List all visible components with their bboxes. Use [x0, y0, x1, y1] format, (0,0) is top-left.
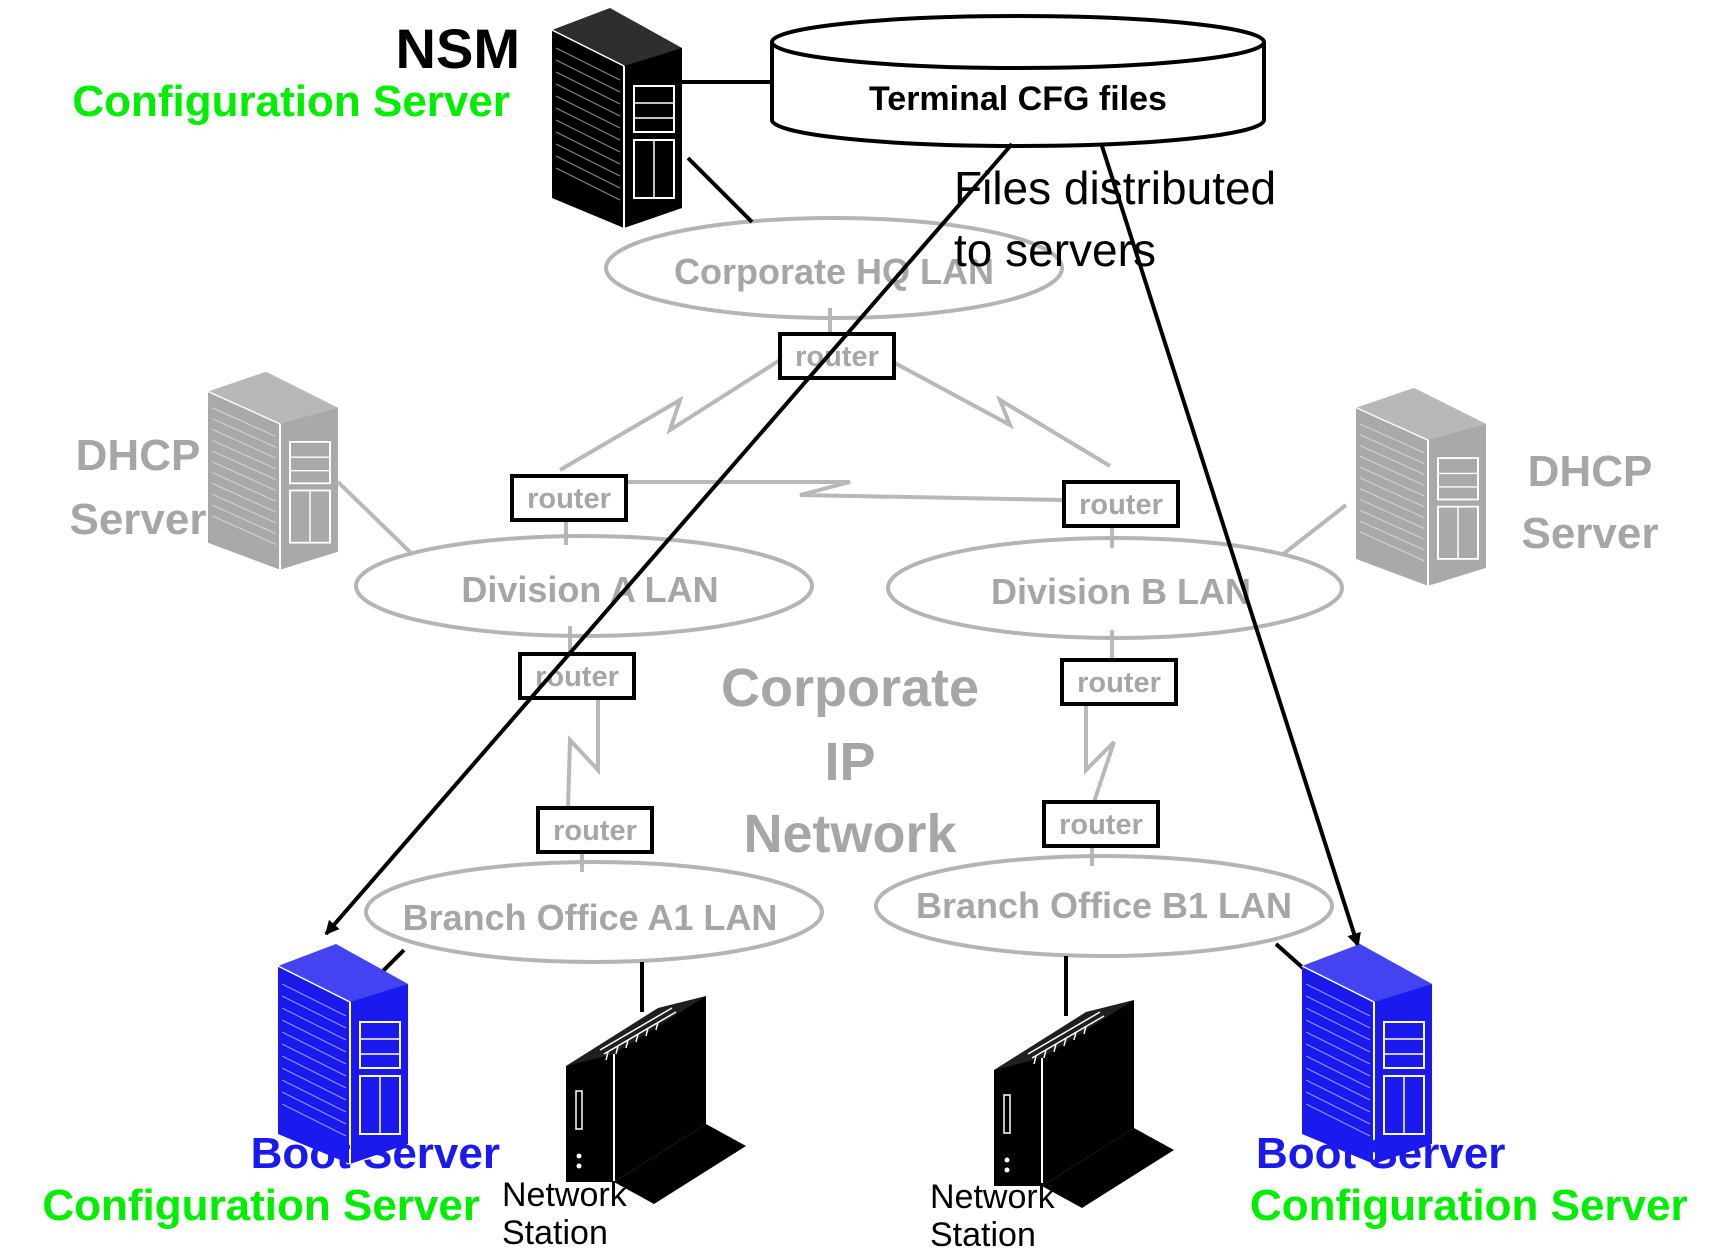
- router-label: router: [1079, 489, 1163, 521]
- router-label: router: [1059, 809, 1143, 841]
- router-b2: router: [1060, 658, 1178, 706]
- lan-label-division-b: Division B LAN: [991, 571, 1251, 612]
- network-label-line1: Corporate: [721, 658, 979, 718]
- annotation-line1: Files distributed: [954, 162, 1276, 214]
- router-a3: router: [536, 806, 654, 854]
- dhcp-right-line1: DHCP: [1528, 447, 1653, 496]
- router-b3: router: [1042, 800, 1160, 848]
- router-label: router: [1077, 667, 1161, 699]
- distribution-arrow-right: [1100, 145, 1361, 948]
- distribution-arrow-left: [324, 142, 1014, 936]
- dhcp-left-line2: Server: [69, 495, 206, 544]
- boot-right-line2: Configuration Server: [1250, 1181, 1688, 1230]
- dhcp-left-line1: DHCP: [76, 431, 201, 480]
- network-station-right-icon: [993, 999, 1175, 1209]
- network-label: Corporate IP Network: [721, 658, 979, 864]
- dhcp-server-left-icon: [207, 370, 339, 571]
- station-right-line1: Network: [930, 1178, 1056, 1216]
- boot-left-line2: Configuration Server: [42, 1181, 480, 1230]
- boot-left-line1: Boot Server: [251, 1129, 500, 1178]
- lan-branch-b1: [874, 854, 1334, 958]
- lan-label-branch-b1: Branch Office B1 LAN: [916, 885, 1292, 926]
- network-label-line2: IP: [824, 732, 875, 792]
- dhcp-server-right-icon: [1355, 386, 1487, 587]
- lan-branch-a1: [364, 860, 824, 964]
- router-hq: router: [778, 332, 896, 380]
- router-label: router: [527, 483, 611, 515]
- lan-label-division-a: Division A LAN: [461, 569, 718, 610]
- router-a: router: [510, 474, 628, 522]
- nsm-lan-link: [686, 156, 754, 224]
- routers: router router router router router route…: [510, 332, 1180, 854]
- annotation-line2: to servers: [954, 224, 1156, 276]
- router-label: router: [553, 815, 637, 847]
- boot-right-line1: Boot Server: [1256, 1129, 1505, 1178]
- storage-label: Terminal CFG files: [869, 80, 1167, 118]
- network-station-left-icon: [565, 995, 747, 1205]
- nsm-server-icon: [551, 7, 683, 229]
- lan-label-hq: Corporate HQ LAN: [674, 251, 994, 292]
- station-left-line2: Station: [502, 1214, 608, 1250]
- lan-division-b: [886, 536, 1344, 640]
- network-label-line3: Network: [743, 804, 957, 864]
- nsm-subtitle: Configuration Server: [72, 77, 510, 126]
- router-b: router: [1062, 480, 1180, 528]
- lan-label-branch-a1: Branch Office A1 LAN: [403, 897, 778, 938]
- nsm-title: NSM: [396, 17, 520, 80]
- station-left-line1: Network: [502, 1176, 628, 1214]
- storage-cylinder-icon: [770, 14, 1266, 148]
- dhcp-right-line2: Server: [1521, 509, 1658, 558]
- lan-corporate-hq: [604, 216, 1064, 320]
- station-right-line2: Station: [930, 1216, 1036, 1250]
